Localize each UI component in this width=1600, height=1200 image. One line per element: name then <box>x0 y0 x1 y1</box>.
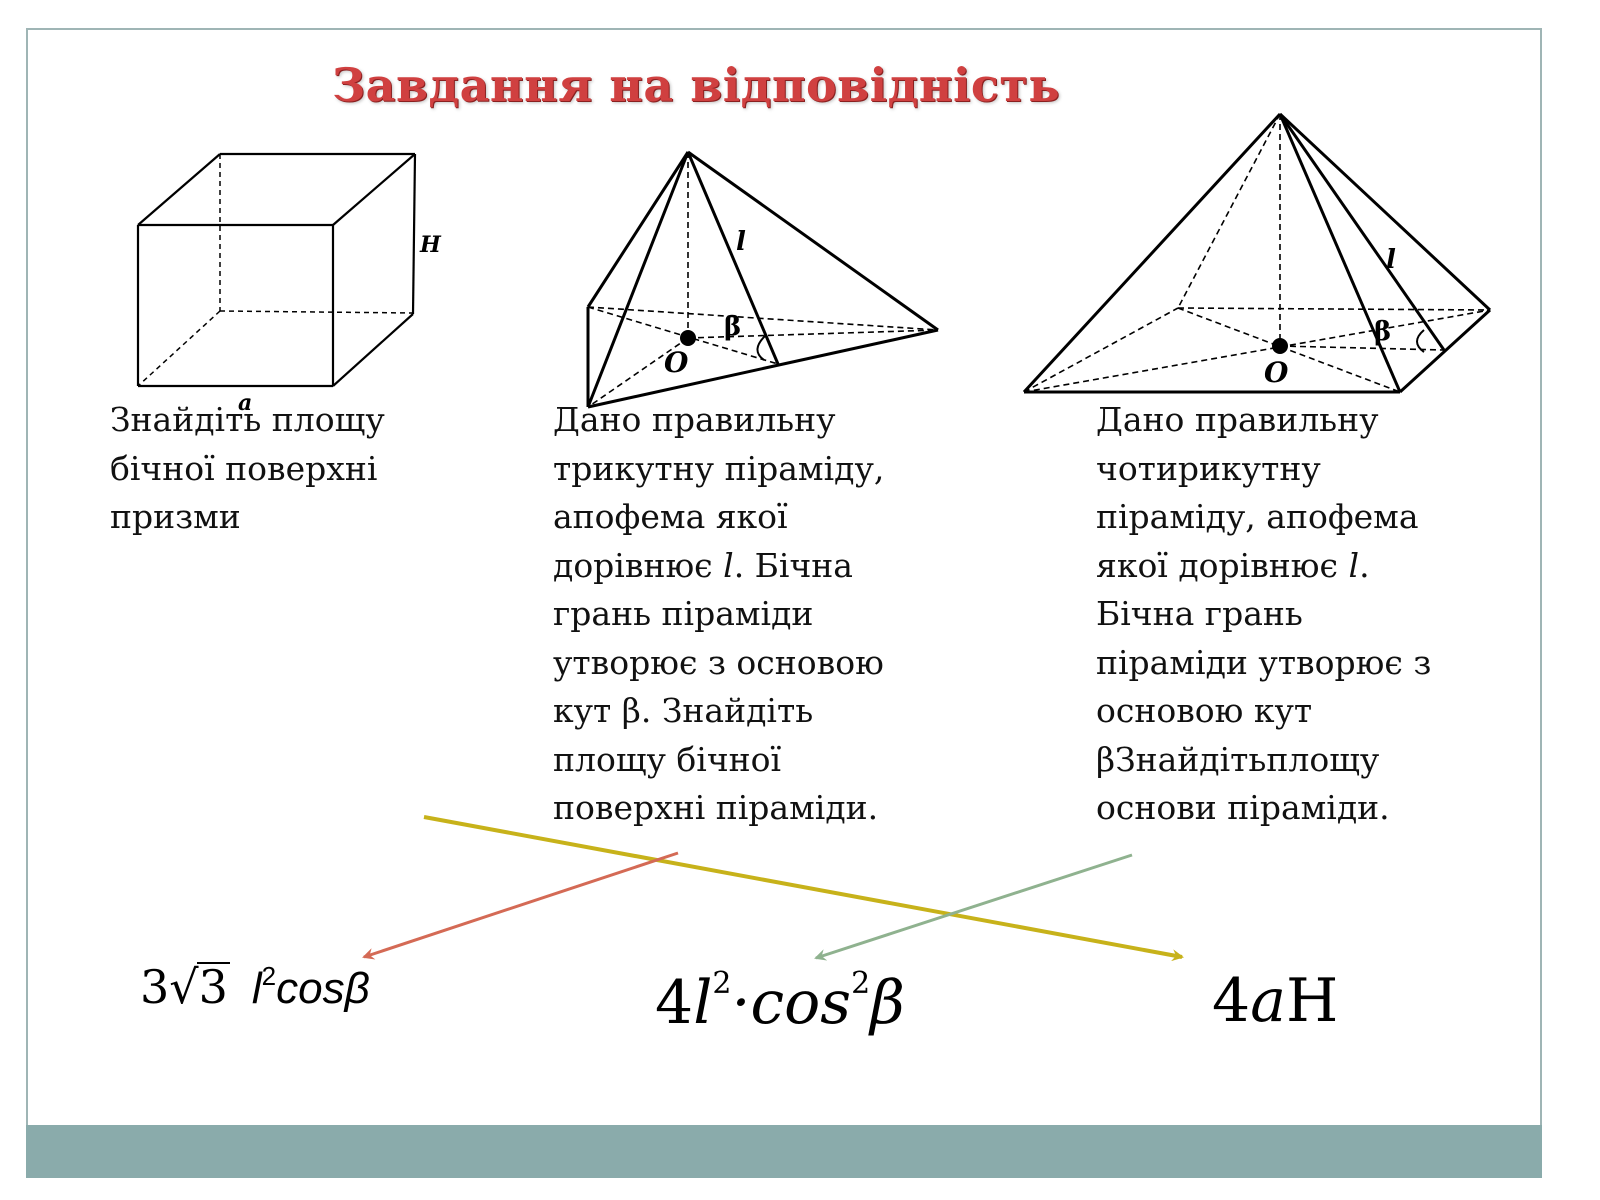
slide-frame <box>26 28 1542 1152</box>
tri-apothem-label: l <box>736 227 746 257</box>
tri-angle-label: β <box>724 312 741 342</box>
prism-figure <box>136 152 417 388</box>
footer-bar <box>26 1125 1542 1178</box>
task-prism: Знайдіть площу бічної поверхні призми <box>110 400 385 536</box>
task-quadrilateral-pyramid: Дано правильну чотирикутну піраміду, апо… <box>1096 400 1432 827</box>
slide-title: Завдання на відповідність <box>332 58 1061 112</box>
tri-center-point <box>680 330 696 346</box>
answer-formula-3: 4aH <box>1212 966 1339 1036</box>
prism-edge-label: a <box>238 390 252 416</box>
quad-angle-label: β <box>1374 317 1391 347</box>
task-triangular-pyramid: Дано правильну трикутну піраміду, апофем… <box>553 400 885 827</box>
quad-center-point <box>1272 338 1288 354</box>
quad-apothem-label: l <box>1386 245 1396 275</box>
answer-formula-2: 4l2·cos2β <box>655 966 905 1038</box>
arrow-red <box>362 851 679 960</box>
tri-center-label: O <box>664 346 689 379</box>
quadrilateral-pyramid-figure <box>1022 112 1492 394</box>
arrow-yellow <box>423 815 1184 962</box>
quad-center-label: O <box>1264 356 1289 389</box>
sqrt-sign: √ <box>169 960 199 1014</box>
arrow-green <box>814 853 1133 961</box>
triangular-pyramid-figure <box>586 150 939 409</box>
prism-height-label: H <box>419 232 442 258</box>
